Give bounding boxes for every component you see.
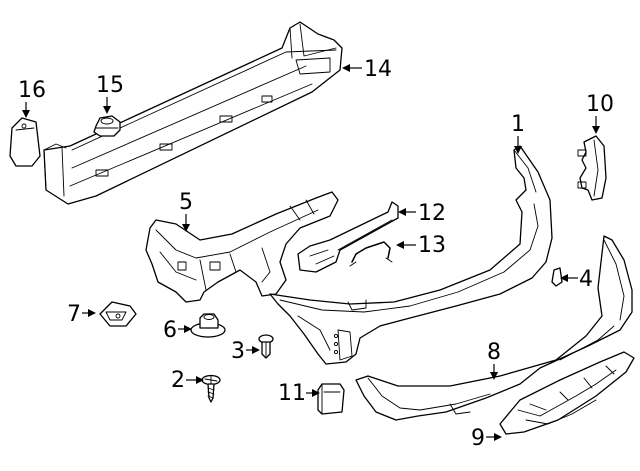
- part-3-push-pin: [258, 334, 274, 359]
- part-6-flange-nut: [190, 313, 226, 338]
- callout-label: 12: [418, 201, 446, 226]
- callout-7: 7: [67, 302, 96, 327]
- callout-6: 6: [163, 318, 192, 343]
- part-16-bracket-plate: [9, 117, 41, 167]
- part-9-diffuser: [499, 351, 635, 435]
- part-5-bracket: [145, 191, 339, 303]
- callout-label: 4: [579, 267, 593, 292]
- callout-13: 13: [396, 233, 446, 258]
- callout-9: 9: [471, 426, 502, 451]
- callout-label: 16: [18, 78, 46, 103]
- callout-label: 15: [96, 73, 124, 98]
- callout-label: 9: [471, 426, 485, 451]
- callout-4: 4: [560, 267, 593, 292]
- callout-label: 13: [418, 233, 446, 258]
- callout-label: 8: [487, 340, 501, 365]
- callout-10: 10: [586, 92, 614, 134]
- part-7-speed-clip: [99, 301, 137, 327]
- callout-11: 11: [278, 381, 320, 406]
- part-10-reflector: [577, 135, 607, 201]
- part-1-bumper-cover: [269, 145, 553, 365]
- callout-label: 3: [231, 339, 245, 364]
- callout-5: 5: [179, 190, 193, 232]
- callout-8: 8: [487, 340, 501, 380]
- callout-label: 10: [586, 92, 614, 117]
- callout-label: 6: [163, 318, 177, 343]
- callout-label: 14: [364, 57, 392, 82]
- callout-14: 14: [342, 57, 392, 82]
- part-15-nut: [93, 115, 121, 137]
- callout-12: 12: [398, 201, 446, 226]
- callout-label: 1: [511, 112, 525, 137]
- part-4-clip: [551, 267, 563, 287]
- part-2-screw: [201, 374, 221, 403]
- callout-label: 5: [179, 190, 193, 215]
- callout-label: 11: [278, 381, 306, 406]
- callout-1: 1: [511, 112, 525, 154]
- part-8-lower-valance: [355, 235, 633, 421]
- part-14-reinforcement-beam: [43, 21, 343, 205]
- callout-label: 7: [67, 302, 81, 327]
- part-13-wire-harness: [349, 241, 393, 267]
- callout-2: 2: [171, 368, 204, 393]
- callout-3: 3: [231, 339, 260, 364]
- callout-15: 15: [96, 73, 124, 114]
- part-11-sensor: [317, 383, 345, 415]
- callout-16: 16: [18, 78, 46, 118]
- callout-label: 2: [171, 368, 185, 393]
